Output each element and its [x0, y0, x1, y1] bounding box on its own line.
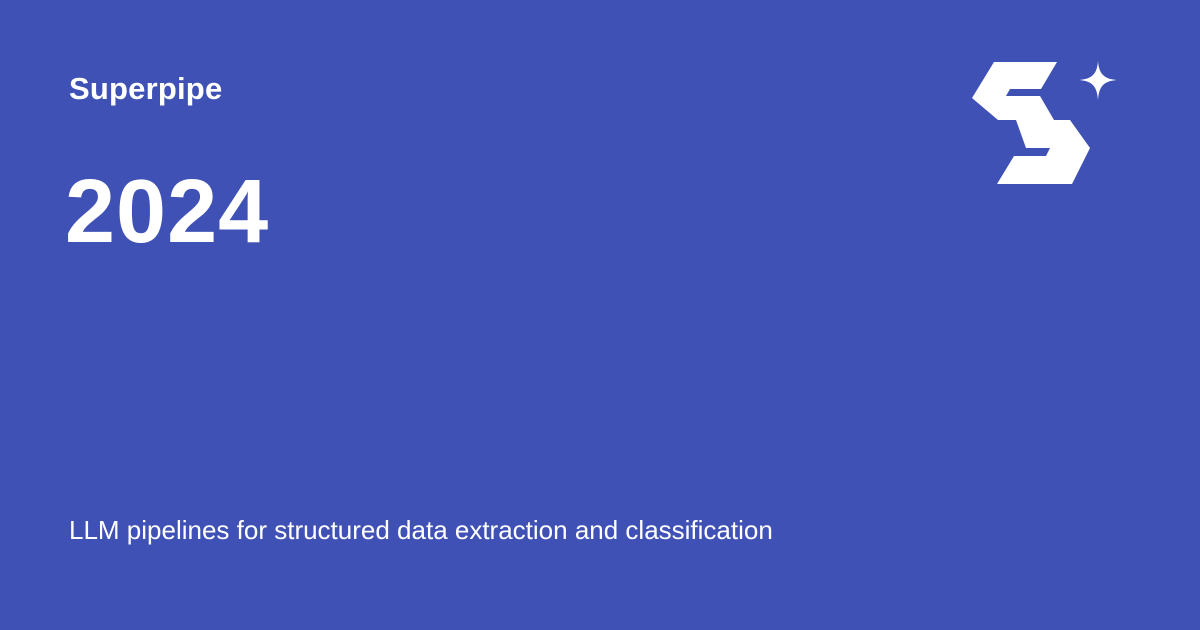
- logo-s-upper-stroke: [972, 62, 1057, 120]
- superpipe-logo-icon: [972, 61, 1117, 184]
- logo-s-lower-stroke: [997, 120, 1090, 184]
- headline-year: 2024: [65, 162, 270, 262]
- sparkle-icon: [1079, 61, 1117, 100]
- tagline: LLM pipelines for structured data extrac…: [69, 515, 773, 545]
- brand-name: Superpipe: [69, 71, 223, 106]
